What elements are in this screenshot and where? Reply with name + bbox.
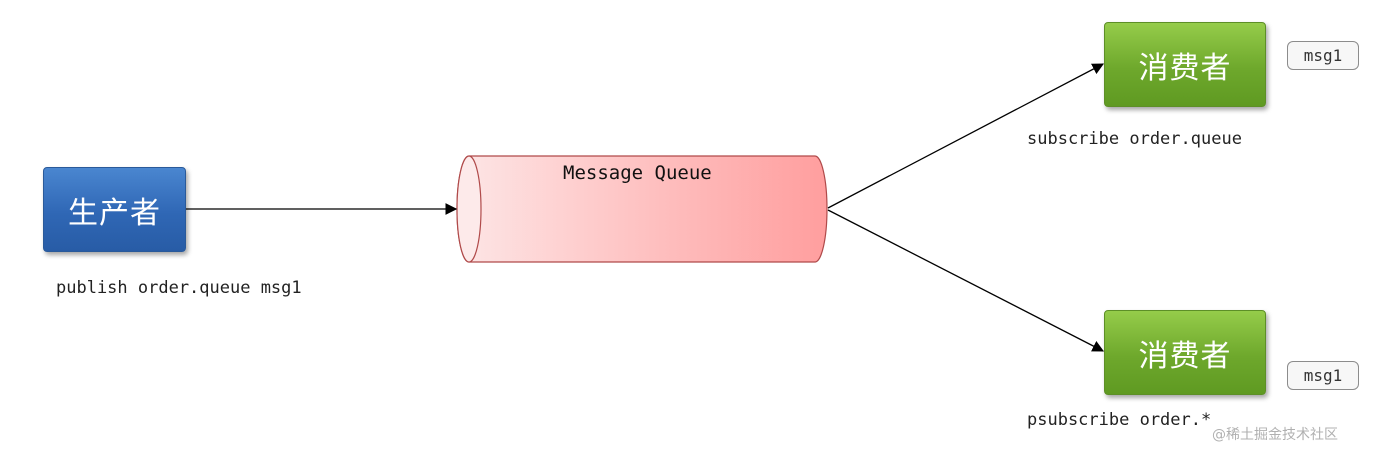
consumer-label: 消费者 — [1138, 338, 1232, 374]
message-queue-cylinder — [456, 155, 828, 263]
publish-command: publish order.queue msg1 — [56, 278, 302, 298]
queue-label: Message Queue — [563, 162, 712, 184]
subscribe-arrow — [827, 63, 1105, 209]
consumer-node-1: 消费者 — [1104, 22, 1266, 107]
received-message-tag: msg1 — [1287, 41, 1359, 70]
watermark: @稀土掘金技术社区 — [1212, 427, 1338, 443]
producer-node: 生产者 — [43, 167, 186, 252]
consumer-label: 消费者 — [1138, 50, 1232, 86]
received-message-tag: msg1 — [1287, 361, 1359, 390]
producer-label: 生产者 — [68, 195, 161, 231]
subscribe-command: subscribe order.queue — [1027, 129, 1242, 149]
psubscribe-arrow — [827, 209, 1105, 352]
psubscribe-command: psubscribe order.* — [1027, 410, 1212, 430]
consumer-node-2: 消费者 — [1104, 310, 1266, 395]
